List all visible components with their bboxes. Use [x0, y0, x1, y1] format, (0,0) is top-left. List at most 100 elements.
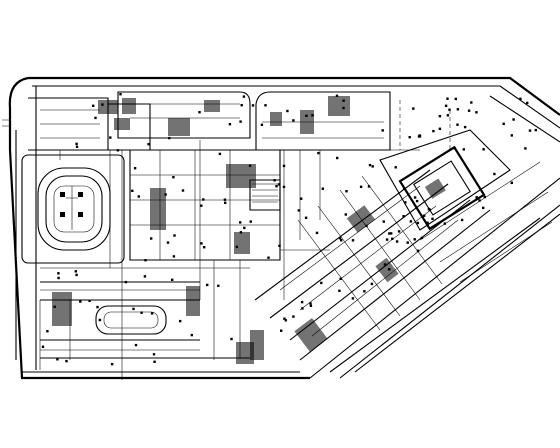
fixture-marker: [283, 317, 286, 320]
core-center: [130, 150, 280, 260]
fixture-marker: [202, 198, 205, 201]
fixture-marker: [482, 148, 485, 151]
fixture-marker: [119, 93, 122, 96]
fixture-marker: [404, 201, 407, 204]
fixture-marker: [493, 172, 496, 176]
fixture-marker: [524, 147, 527, 150]
fixture-marker: [426, 221, 429, 224]
fixture-marker: [217, 284, 220, 287]
fixture-marker: [406, 241, 409, 244]
fixture-marker: [164, 193, 167, 196]
fixture-marker: [351, 297, 355, 300]
fixture-marker: [413, 238, 416, 241]
fixture-marker: [275, 185, 278, 188]
fixture-marker: [418, 134, 421, 137]
fixture-marker: [460, 218, 464, 222]
fixture-marker: [301, 307, 304, 310]
fixture-marker: [203, 246, 206, 249]
fixture-marker: [166, 241, 170, 244]
fixture-marker: [286, 109, 289, 113]
fixture-marker: [248, 164, 252, 167]
fixture-marker: [94, 116, 97, 120]
fixture-marker: [239, 120, 242, 123]
fixture-marker: [264, 104, 267, 107]
fixture-marker: [230, 337, 233, 341]
fixture-marker: [391, 237, 394, 240]
fixture-marker: [456, 108, 460, 111]
fixture-marker: [413, 196, 417, 199]
fixture-marker: [53, 305, 56, 308]
fixture-marker: [172, 176, 175, 179]
fixture-marker: [179, 319, 182, 323]
fixture-marker: [388, 268, 391, 271]
fixture-marker: [150, 312, 154, 315]
fixture-marker: [116, 149, 120, 152]
fixture-marker: [57, 272, 60, 275]
fixture-marker: [242, 95, 246, 98]
fixture-marker: [519, 97, 522, 100]
fixture-marker: [412, 107, 415, 110]
fixture-marker: [280, 329, 283, 332]
fixture-marker: [483, 195, 486, 199]
fixture-marker: [321, 187, 324, 190]
fixture-marker: [168, 136, 171, 140]
fixture-marker: [297, 209, 300, 212]
fixture-marker: [173, 234, 176, 237]
fixture-marker: [351, 239, 355, 242]
fixture-marker: [278, 244, 281, 247]
fixture-marker: [133, 167, 137, 170]
fixture-marker: [526, 101, 529, 105]
fixture-marker: [305, 114, 308, 117]
fixture-marker: [132, 307, 135, 311]
fixture-marker: [235, 245, 239, 249]
wiring-grid: [40, 140, 420, 380]
fixture-marker: [345, 190, 348, 193]
fixture-marker: [152, 353, 156, 356]
fixture-marker: [56, 358, 59, 361]
fixture-marker: [478, 199, 481, 202]
fixture-marker: [335, 94, 339, 97]
fixture-marker: [239, 221, 242, 224]
fixture-marker: [206, 283, 209, 287]
fixture-marker: [260, 123, 264, 126]
diagonal-wing: [250, 170, 490, 360]
fixture-marker: [75, 145, 79, 148]
fixture-marker: [140, 311, 143, 314]
fixture-marker: [200, 204, 203, 207]
fixture-marker: [109, 136, 112, 139]
fixture-marker: [150, 237, 153, 240]
fixture-marker: [251, 104, 255, 107]
fixture-marker: [408, 136, 411, 139]
fixture-marker: [292, 119, 295, 122]
fixture-marker: [304, 216, 308, 219]
fixture-marker: [292, 315, 295, 318]
fixture-marker: [446, 114, 450, 117]
fixture-marker: [46, 330, 49, 333]
fixture-marker: [388, 232, 391, 235]
fixture-marker: [171, 278, 174, 281]
fixture-marker: [153, 360, 156, 363]
fixture-marker: [98, 318, 102, 322]
fixture-marker: [510, 181, 513, 184]
fixture-marker: [463, 125, 467, 129]
fixture-marker: [317, 151, 320, 155]
fixture-marker: [482, 206, 485, 210]
fixture-marker: [311, 114, 314, 117]
fixture-marker: [510, 134, 513, 137]
fixture-marker: [75, 142, 78, 146]
fixture-marker: [383, 263, 387, 266]
fixture-marker: [444, 104, 448, 107]
fixture-marker: [534, 128, 537, 132]
fixture-marker: [390, 232, 393, 235]
fixture-marker: [475, 111, 478, 114]
fixture-marker: [65, 359, 68, 363]
fixture-marker: [101, 103, 104, 106]
fixture-marker: [218, 152, 222, 156]
fixture-marker: [385, 238, 389, 241]
fixture-marker: [338, 289, 341, 292]
fixture-marker: [368, 163, 372, 167]
fixture-marker: [92, 104, 95, 107]
fixture-marker: [512, 118, 515, 121]
fixture-marker: [467, 109, 471, 112]
fixture-marker: [134, 343, 138, 347]
